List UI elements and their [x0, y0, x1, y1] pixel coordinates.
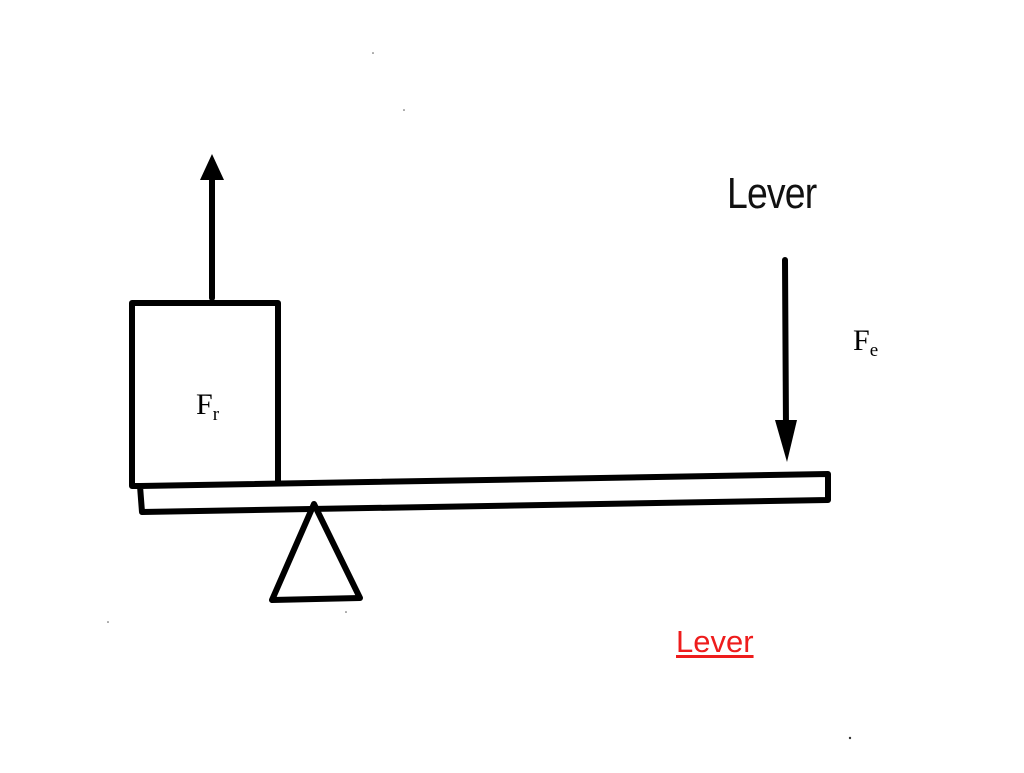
effort-force-symbol: F: [853, 324, 870, 357]
resistance-arrow: [200, 154, 224, 301]
effort-force-label: Fe: [853, 324, 879, 361]
effort-arrow: [775, 257, 797, 462]
resistance-force-label: Fr: [196, 388, 220, 425]
lever-beam: [137, 471, 831, 515]
resistance-force-subscript: r: [212, 404, 220, 425]
effort-force-subscript: e: [869, 340, 879, 361]
resistance-force-symbol: F: [196, 388, 213, 421]
lever-link[interactable]: Lever: [676, 624, 754, 659]
scan-specks: [107, 52, 852, 740]
diagram-title: Lever: [727, 169, 817, 218]
fulcrum-triangle: [269, 501, 363, 603]
